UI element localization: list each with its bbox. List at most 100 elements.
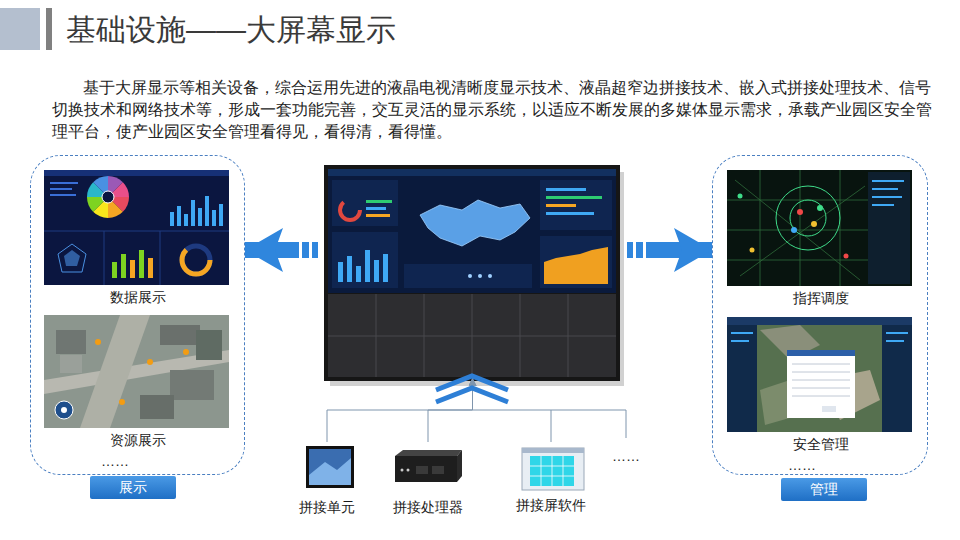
data-dashboard-screenshot [139, 250, 144, 278]
resource-3d-screenshot [80, 315, 150, 428]
tree-connector [428, 378, 473, 442]
video-wall [540, 236, 612, 288]
safety-map-screenshot [822, 406, 836, 412]
command-map-screenshot [811, 221, 817, 227]
screenshot-box: 安全管理 [728, 318, 913, 454]
video-wall [324, 165, 620, 381]
resource-3d-screenshot [183, 349, 189, 355]
display-group-panel: ……数据展示资源展示 [30, 155, 245, 475]
component-box: 拼接处理器 [389, 442, 467, 516]
command-map-screenshot [872, 180, 904, 182]
video-wall [374, 260, 379, 282]
safety-map-screenshot [727, 317, 912, 325]
splice-processor-icon [416, 466, 428, 474]
command-map-screenshot [791, 227, 797, 233]
tree-connector [327, 378, 473, 442]
safety-map-screenshot [727, 325, 757, 432]
data-dashboard-screenshot [205, 196, 209, 226]
data-dashboard-screenshot [64, 250, 80, 266]
video-wall [468, 274, 472, 278]
video-wall [546, 204, 576, 207]
video-wall-box [327, 168, 618, 378]
resource-3d-screenshot [147, 359, 153, 365]
video-wall [324, 165, 624, 386]
screenshot-caption: 指挥调度 [793, 289, 849, 307]
video-wall [546, 188, 586, 191]
intro-paragraph: 基于大屏显示等相关设备，综合运用先进的液晶电视清晰度显示技术、液晶超窄边拼接技术… [52, 77, 936, 143]
data-dashboard-screenshot [191, 200, 195, 226]
command-map-screenshot [872, 204, 894, 206]
slide-title: 基础设施——大屏幕显示 [66, 11, 396, 49]
screenshot-box: 资源展示 [45, 316, 230, 450]
splice-unit-icon [309, 458, 351, 485]
command-map-screenshot [727, 170, 868, 286]
title-marker [0, 8, 52, 50]
safety-map-screenshot [787, 350, 855, 418]
data-dashboard-screenshot [182, 246, 210, 274]
component-box: 拼接单元 [294, 442, 360, 516]
screenshot-box: 数据展示 [45, 171, 230, 305]
resource-3d-screenshot [44, 315, 229, 428]
safety-map-screenshot [886, 340, 904, 342]
resource-3d-screenshot [196, 330, 222, 360]
command-map-screenshot [727, 170, 912, 286]
tree-branch-line [551, 410, 626, 438]
splice-processor-icon [395, 456, 457, 482]
safety-map-screenshot [886, 332, 908, 334]
component-caption: 拼接屏软件 [516, 496, 586, 514]
resource-3d-screenshot [61, 407, 67, 413]
safety-map-screenshot [792, 364, 850, 396]
video-wall [328, 169, 616, 293]
video-wall [328, 294, 616, 377]
video-wall [356, 266, 361, 282]
screenshot-caption: 数据展示 [110, 288, 166, 306]
safety-map-screenshot [882, 325, 912, 432]
component-caption: 拼接处理器 [393, 498, 463, 516]
splice-processor-icon [457, 450, 462, 482]
splice-software-icon [530, 456, 574, 486]
data-dashboard-screenshot [219, 204, 223, 226]
data-dashboard-screenshot [112, 262, 117, 278]
flow-arrow [618, 242, 712, 258]
tag-label: 展示 [119, 478, 147, 496]
command-map-screenshot [872, 196, 902, 198]
tag-label: 管理 [810, 480, 838, 498]
resource-3d-screenshot [170, 370, 214, 400]
data-dashboard-screenshot [44, 170, 229, 176]
component-box: 拼接屏软件 [512, 442, 590, 516]
video-wall [347, 256, 352, 282]
data-dashboard-screenshot [50, 188, 72, 190]
display-group-panel: …… 指挥调度安全管理 [712, 155, 928, 475]
title-marker [0, 8, 40, 50]
splice-processor-icon [395, 450, 462, 456]
command-map-screenshot [727, 170, 912, 286]
screenshot-caption: 安全管理 [793, 435, 849, 453]
command-map-screenshot [797, 209, 803, 215]
title-marker [46, 8, 52, 50]
video-wall [366, 207, 386, 210]
resource-3d-screenshot [56, 330, 86, 354]
video-wall [544, 247, 608, 284]
safety-map-screenshot [727, 317, 912, 432]
video-wall [340, 200, 360, 220]
screenshot-box: 指挥调度 [728, 171, 913, 307]
data-dashboard-screenshot [212, 210, 216, 226]
resource-3d-screenshot [60, 355, 82, 373]
ellipsis-text: …… [612, 447, 640, 465]
group-tag-button: 展示 [90, 476, 176, 499]
video-wall [328, 169, 616, 176]
splice-unit-icon [306, 446, 354, 488]
data-dashboard-screenshot [177, 206, 181, 226]
component-caption: 拼接单元 [299, 498, 355, 516]
video-wall [546, 196, 602, 199]
data-dashboard-screenshot [198, 208, 202, 226]
splice-processor-icon [395, 450, 462, 482]
splice-processor-icon [407, 469, 410, 472]
screenshot-caption: 资源展示 [110, 431, 166, 449]
command-map-screenshot [750, 248, 755, 253]
ellipsis-text: …… [788, 456, 816, 474]
video-wall [366, 200, 392, 203]
splice-processor-icon [401, 469, 404, 472]
video-wall [366, 214, 390, 217]
